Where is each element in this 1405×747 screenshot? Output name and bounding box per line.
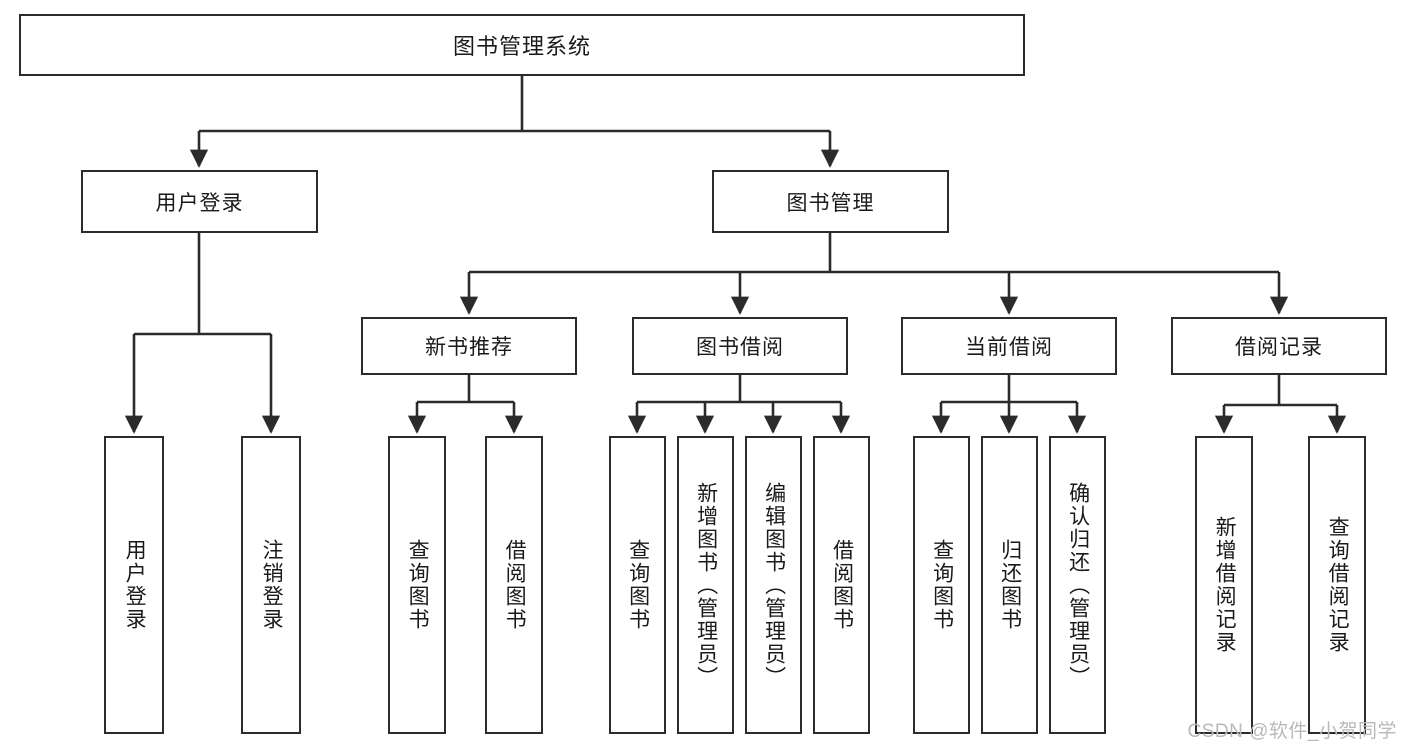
leaf-label: 新增借阅记录 bbox=[1213, 516, 1237, 654]
leaf-book-borrow-add[interactable]: 新增图书（管理员） bbox=[677, 436, 734, 734]
leaf-user-login-login[interactable]: 用户登录 bbox=[104, 436, 164, 734]
leaf-new-book-borrow[interactable]: 借阅图书 bbox=[485, 436, 543, 734]
leaf-current-borrow-query[interactable]: 查询图书 bbox=[913, 436, 970, 734]
leaf-label: 借阅图书 bbox=[830, 539, 854, 631]
leaf-label: 查询图书 bbox=[626, 539, 650, 631]
node-borrow-record[interactable]: 借阅记录 bbox=[1171, 317, 1387, 375]
csdn-watermark: CSDN @软件_小贺同学 bbox=[1187, 721, 1397, 742]
leaf-book-borrow-query[interactable]: 查询图书 bbox=[609, 436, 666, 734]
leaf-current-borrow-return[interactable]: 归还图书 bbox=[981, 436, 1038, 734]
leaf-borrow-record-query[interactable]: 查询借阅记录 bbox=[1308, 436, 1366, 734]
leaf-label: 编辑图书（管理员） bbox=[762, 481, 786, 689]
node-user-login[interactable]: 用户登录 bbox=[81, 170, 318, 233]
leaf-label: 查询借阅记录 bbox=[1326, 516, 1350, 654]
node-current-borrow[interactable]: 当前借阅 bbox=[901, 317, 1117, 375]
node-root-system[interactable]: 图书管理系统 bbox=[19, 14, 1025, 76]
leaf-current-borrow-confirm[interactable]: 确认归还（管理员） bbox=[1049, 436, 1106, 734]
leaf-label: 归还图书 bbox=[998, 539, 1022, 631]
leaf-user-login-logout[interactable]: 注销登录 bbox=[241, 436, 301, 734]
leaf-book-borrow-edit[interactable]: 编辑图书（管理员） bbox=[745, 436, 802, 734]
leaf-label: 查询图书 bbox=[930, 539, 954, 631]
leaf-label: 查询图书 bbox=[406, 539, 430, 631]
leaf-label: 用户登录 bbox=[123, 539, 147, 631]
node-book-manage[interactable]: 图书管理 bbox=[712, 170, 949, 233]
leaf-label: 新增图书（管理员） bbox=[694, 481, 718, 689]
node-new-book-recommend[interactable]: 新书推荐 bbox=[361, 317, 577, 375]
leaf-label: 借阅图书 bbox=[503, 539, 527, 631]
leaf-label: 确认归还（管理员） bbox=[1066, 481, 1090, 689]
leaf-borrow-record-add[interactable]: 新增借阅记录 bbox=[1195, 436, 1253, 734]
leaf-label: 注销登录 bbox=[260, 539, 284, 631]
leaf-book-borrow-borrow[interactable]: 借阅图书 bbox=[813, 436, 870, 734]
node-book-borrow[interactable]: 图书借阅 bbox=[632, 317, 848, 375]
leaf-new-book-query[interactable]: 查询图书 bbox=[388, 436, 446, 734]
